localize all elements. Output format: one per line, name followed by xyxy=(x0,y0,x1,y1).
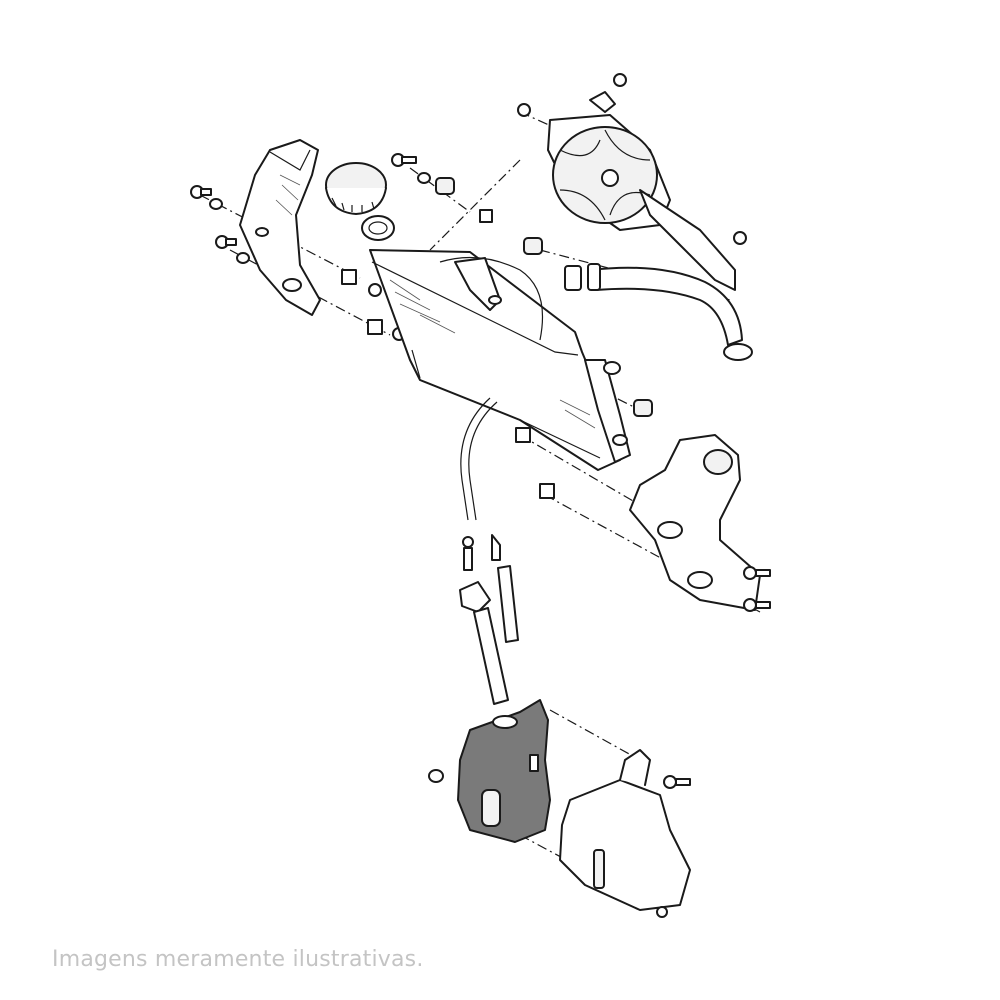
top-bolts xyxy=(341,153,543,341)
radiator-cap xyxy=(325,162,395,241)
coolant-reservoir xyxy=(428,699,551,843)
reservoir-cover xyxy=(559,749,691,918)
cooling-fan xyxy=(517,73,747,291)
shroud-bolts xyxy=(190,185,250,264)
mounting-bracket xyxy=(515,399,771,612)
radiator xyxy=(369,249,631,471)
overflow-tube xyxy=(459,397,519,705)
illustration-disclaimer: Imagens meramente ilustrativas. xyxy=(52,947,424,972)
radiator-hose xyxy=(564,263,753,361)
left-radiator-shroud xyxy=(239,139,321,316)
